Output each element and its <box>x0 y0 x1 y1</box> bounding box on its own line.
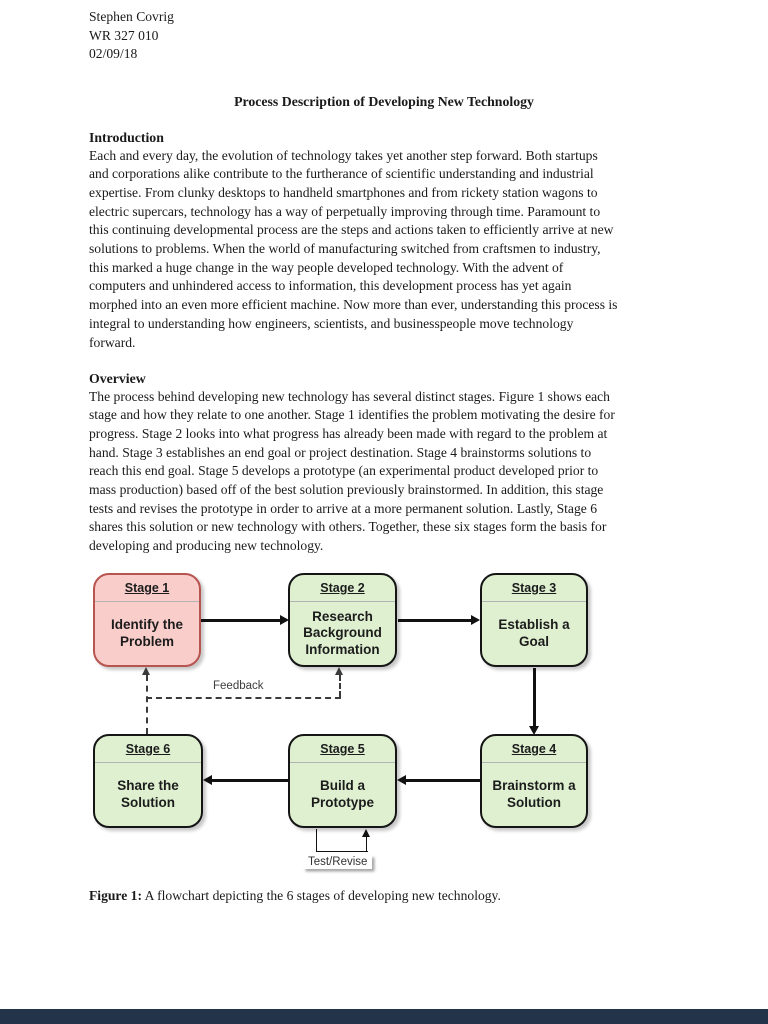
feedback-line-horizontal <box>146 697 341 699</box>
arrowhead-stage6 <box>203 775 212 785</box>
course-line: WR 327 010 <box>89 27 159 43</box>
flowchart-stage-3: Stage 3 Establish a Goal <box>480 573 588 667</box>
figure-caption-text: A flowchart depicting the 6 stages of de… <box>141 888 501 903</box>
overview-heading: Overview <box>89 371 146 386</box>
arrow-stage4-to-stage5 <box>406 779 480 782</box>
author-line: Stephen Covrig <box>89 9 174 24</box>
page-title: Process Description of Developing New Te… <box>234 94 534 109</box>
introduction-paragraph: Each and every day, the evolution of tec… <box>89 147 618 350</box>
test-revise-loop-bottom <box>316 851 368 852</box>
stage-5-label: Stage 5 <box>290 736 395 763</box>
feedback-line-vertical-left <box>146 675 148 734</box>
stage-3-label: Stage 3 <box>482 575 586 602</box>
stage-6-text: Share the Solution <box>117 778 179 810</box>
section-overview: Overview The process behind developing n… <box>89 371 701 556</box>
date-line: 02/09/18 <box>89 46 138 62</box>
arrow-stage5-to-stage6 <box>212 779 288 782</box>
test-revise-loop-down <box>316 829 317 852</box>
overview-paragraph: The process behind developing new techno… <box>89 388 615 554</box>
stage-5-text: Build a Prototype <box>310 778 374 810</box>
stage-4-label: Stage 4 <box>482 736 586 763</box>
test-revise-arrowhead <box>362 829 370 837</box>
stage-2-label: Stage 2 <box>290 575 395 602</box>
stage-4-text: Brainstorm a Solution <box>492 778 576 810</box>
stage-1-label: Stage 1 <box>95 575 199 602</box>
test-revise-loop-up <box>366 837 367 852</box>
flowchart-stage-4: Stage 4 Brainstorm a Solution <box>480 734 588 828</box>
feedback-line-vertical-right <box>339 675 341 697</box>
viewer-footer-bar <box>0 1009 768 1024</box>
stage-6-label: Stage 6 <box>95 736 201 763</box>
flowchart-stage-2: Stage 2 Research Background Information <box>288 573 397 667</box>
test-revise-label: Test/Revise <box>303 855 373 869</box>
arrow-stage3-to-stage4 <box>533 668 536 727</box>
feedback-label: Feedback <box>213 680 264 692</box>
stage-1-text: Identify the Problem <box>110 617 183 649</box>
figure-caption: Figure 1: A flowchart depicting the 6 st… <box>89 888 501 904</box>
figure-caption-label: Figure 1: <box>89 888 142 903</box>
arrowhead-stage5 <box>397 775 406 785</box>
flowchart-stage-6: Stage 6 Share the Solution <box>93 734 203 828</box>
arrowhead-stage4 <box>529 726 539 735</box>
document-header: Stephen Covrig WR 327 010 02/09/18 <box>89 8 174 64</box>
section-introduction: Introduction Each and every day, the evo… <box>89 130 701 352</box>
flowchart-stage-1: Stage 1 Identify the Problem <box>93 573 201 667</box>
arrow-stage1-to-stage2 <box>201 619 281 622</box>
introduction-heading: Introduction <box>89 130 164 145</box>
arrow-stage2-to-stage3 <box>398 619 472 622</box>
flowchart-stage-5: Stage 5 Build a Prototype <box>288 734 397 828</box>
feedback-arrowhead-stage2 <box>335 667 343 675</box>
stage-2-text: Research Background Information <box>303 608 382 657</box>
feedback-arrowhead-stage1 <box>142 667 150 675</box>
arrowhead-stage3 <box>471 615 480 625</box>
arrowhead-stage2 <box>280 615 289 625</box>
stage-3-text: Establish a Goal <box>498 617 570 649</box>
